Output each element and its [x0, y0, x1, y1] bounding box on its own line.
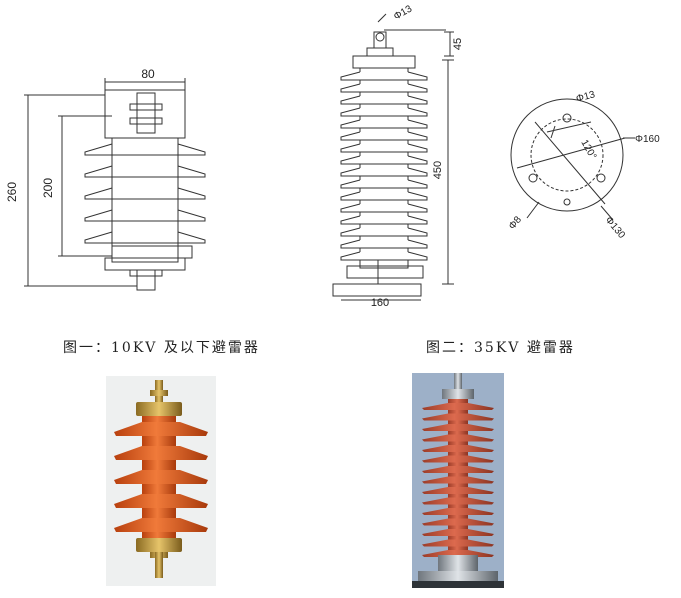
arrester-photo-red-graphic: [412, 373, 504, 588]
shed: [340, 179, 428, 189]
shed: [422, 413, 494, 421]
shed: [114, 494, 208, 508]
arrester-photo-orange-graphic: [114, 380, 208, 578]
shed: [340, 191, 428, 201]
shed: [422, 424, 494, 431]
shed: [340, 203, 428, 213]
fig1-dim-total-height: 260: [5, 182, 19, 202]
shed: [114, 422, 208, 436]
shed: [114, 470, 208, 484]
flange-dim-pitch: Φ130: [603, 215, 628, 241]
shed: [340, 107, 428, 117]
shed: [422, 476, 494, 484]
shed: [340, 155, 428, 165]
photo-10kv-arrester: [106, 376, 216, 586]
flange-dim-outer: Φ160: [635, 134, 660, 145]
fig2-dim-cap-height: 45: [452, 38, 464, 50]
shed: [340, 227, 428, 237]
shed: [340, 143, 428, 153]
fig1-dim-body-height: 200: [41, 178, 55, 198]
figure2-caption: 图二：35KV 避雷器: [426, 340, 575, 356]
flange-drawing: Φ13 120° Φ160 Φ8 Φ130: [507, 89, 660, 241]
shed: [422, 445, 494, 452]
shed: [340, 83, 428, 93]
shed: [422, 539, 494, 547]
photo-35kv-arrester: [412, 373, 504, 588]
fig2-dim-top-hole: Φ13: [392, 3, 414, 22]
shed: [340, 251, 428, 261]
figure1-drawing: 80 260 200: [5, 67, 206, 291]
shed: [340, 239, 428, 249]
figure2-drawing: Φ13 45 450 160: [332, 3, 464, 309]
shed: [114, 446, 208, 460]
fig2-dim-base-width: 160: [371, 297, 389, 309]
shed: [422, 455, 494, 463]
flange-dim-hole: Φ13: [575, 89, 597, 105]
shed: [422, 487, 494, 494]
shed: [340, 167, 428, 177]
shed: [422, 466, 494, 473]
shed: [340, 71, 428, 81]
shed: [422, 508, 494, 515]
shed: [340, 215, 428, 225]
shed: [422, 518, 494, 526]
shed: [340, 119, 428, 129]
shed: [340, 131, 428, 141]
fig2-dim-body-height: 450: [432, 161, 444, 179]
shed: [114, 518, 208, 532]
shed: [422, 497, 494, 505]
shed: [340, 95, 428, 105]
figure1-caption: 图一：10KV 及以下避雷器: [63, 340, 260, 356]
shed: [422, 529, 494, 536]
fig1-dim-width: 80: [141, 67, 155, 81]
flange-dim-bolt: Φ8: [507, 214, 524, 232]
shed: [422, 403, 494, 410]
shed: [422, 434, 494, 442]
